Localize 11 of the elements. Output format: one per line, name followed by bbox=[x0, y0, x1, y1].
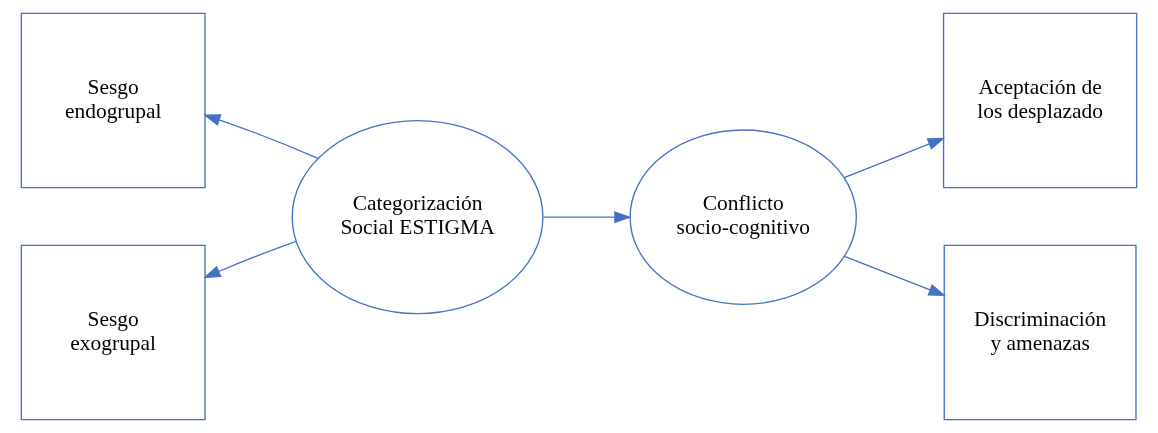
node-box: Discriminación y amenazas bbox=[943, 244, 1137, 421]
node-box: Sesgo endogrupal bbox=[20, 12, 206, 189]
node-box: Aceptación de los desplazado bbox=[942, 12, 1138, 189]
node-ellipse: Conflicto socio-cognitivo bbox=[629, 129, 858, 305]
arrow bbox=[843, 137, 946, 179]
arrow bbox=[843, 255, 946, 297]
arrow bbox=[203, 240, 297, 279]
arrow bbox=[203, 114, 319, 159]
node-ellipse: Categorización Social ESTIGMA bbox=[291, 119, 544, 315]
node-box: Sesgo exogrupal bbox=[20, 244, 206, 421]
arrow bbox=[542, 211, 632, 224]
